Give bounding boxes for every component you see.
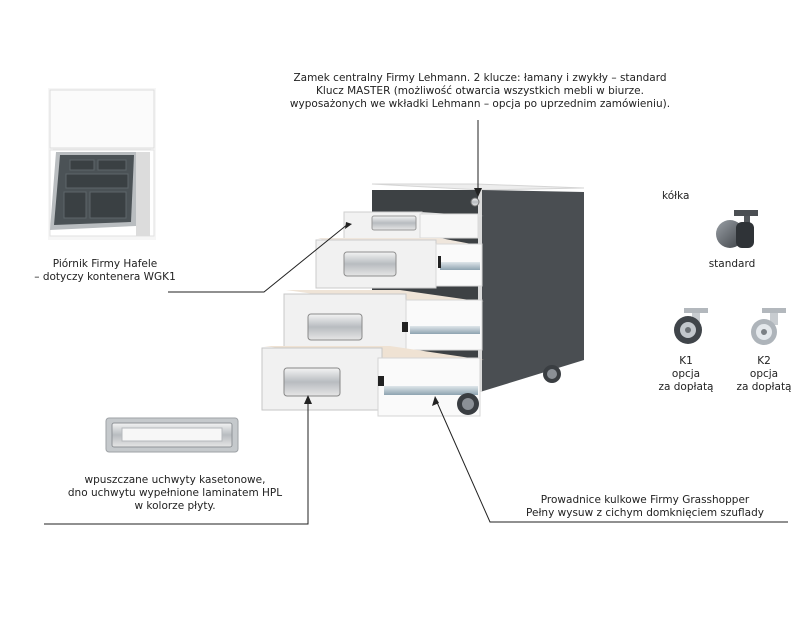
k2-wheel-caption: K2 opcja za dopłatą <box>728 355 800 394</box>
handle-leader-line <box>44 398 309 525</box>
ball-bearing-runner <box>384 386 478 395</box>
k1-option: opcja <box>671 368 701 380</box>
k2-name: K2 <box>757 355 771 367</box>
handle-description: wpuszczane uchwyty kasetonowe, dno uchwy… <box>50 474 300 513</box>
organizer-description-line: Piórnik Firmy Hafele <box>52 258 158 270</box>
ball-bearing-runner <box>440 262 480 270</box>
drawer-handle <box>343 251 397 277</box>
k2-caster-photo <box>751 308 786 345</box>
cabinet-casters <box>457 365 561 415</box>
annotation-leaders <box>44 120 788 525</box>
k1-wheel-caption: K1 opcja za dopłatą <box>650 355 722 394</box>
k2-extra-cost: za dopłatą <box>736 381 792 393</box>
pen-organizer-photo <box>48 88 156 240</box>
k2-option: opcja <box>749 368 779 380</box>
recessed-handle-photo <box>105 417 239 453</box>
runners-description: Prowadnice kulkowe Firmy Grasshopper Peł… <box>510 494 780 520</box>
lock-description-line: Klucz MASTER (możliwość otwarcia wszystk… <box>316 85 644 97</box>
organizer-description: Piórnik Firmy Hafele – dotyczy kontenera… <box>30 258 180 284</box>
drawer-handle <box>307 313 363 341</box>
lock-cylinder <box>470 197 480 207</box>
k1-extra-cost: za dopłatą <box>658 381 714 393</box>
lock-description-line: wyposażonych we wkładki Lehmann – opcja … <box>289 98 671 110</box>
drawer-handle <box>283 367 341 397</box>
k1-caster-photo <box>674 308 708 344</box>
handle-description-line: w kolorze płyty. <box>134 500 216 512</box>
standard-wheel-label: standard <box>708 258 756 270</box>
handle-description-line: dno uchwytu wypełnione laminatem HPL <box>67 487 283 499</box>
runners-leader-line <box>435 399 788 523</box>
drawer-handle <box>371 215 417 231</box>
handle-description-line: wpuszczane uchwyty kasetonowe, <box>84 474 266 486</box>
drawer-top <box>343 211 484 241</box>
lock-description: Zamek centralny Firmy Lehmann. 2 klucze:… <box>250 72 710 111</box>
wheels-title: kółka <box>662 190 690 202</box>
drawer-4 <box>261 346 484 417</box>
ball-bearing-runner <box>410 326 480 334</box>
organizer-leader-line <box>168 223 349 293</box>
runners-description-line: Pełny wysuw z cichym domknięciem szuflad… <box>526 507 764 519</box>
drawer-2 <box>315 238 483 289</box>
k1-name: K1 <box>679 355 693 367</box>
organizer-description-line: – dotyczy kontenera WGK1 <box>34 271 176 283</box>
lock-description-line: Zamek centralny Firmy Lehmann. 2 klucze:… <box>293 72 667 84</box>
drawer-3 <box>283 290 484 353</box>
standard-caster-photo <box>716 210 758 248</box>
runners-description-line: Prowadnice kulkowe Firmy Grasshopper <box>540 494 750 506</box>
